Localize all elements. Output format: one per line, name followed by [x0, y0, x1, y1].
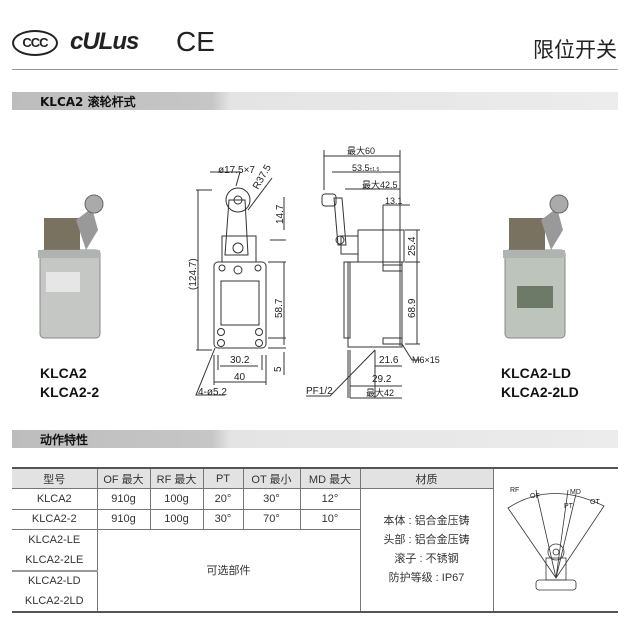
cell: 20°: [202, 488, 244, 510]
material-line: 防护等级 : IP67: [388, 571, 465, 584]
dim-max42-5: 最大42.5: [362, 179, 398, 190]
dim-14-7: 14.7: [275, 204, 286, 224]
dimension-drawing: ø17.5×7 R37.5 14.7 (124.7) 58.7 30.2 40 …: [188, 145, 440, 399]
col-material: 材质: [359, 467, 494, 489]
section-header-klca2: KLCA2 滚轮杆式: [12, 92, 618, 110]
dim-max42: 最大42: [366, 387, 394, 398]
material-line: 头部 : 铝合金压铸: [383, 533, 470, 546]
cell: 70°: [242, 508, 301, 530]
cell: 910g: [96, 488, 151, 510]
dim-holes: 4-ø5.2: [198, 387, 227, 398]
cell: KLCA2-2LD: [12, 591, 97, 612]
dim-total-height: (124.7): [188, 258, 199, 290]
ul-logo: cULus: [70, 28, 139, 55]
cell: KLCA2-LE: [12, 529, 98, 550]
characteristics-table: 型号 OF 最大 RF 最大 PT OT 最小 MD 最大 材质 RF OF P…: [12, 467, 618, 613]
dim-58-7: 58.7: [274, 298, 285, 318]
material-line: 本体 : 铝合金压铸: [383, 514, 470, 527]
dim-screw: M6×15: [412, 355, 440, 365]
cell: 12°: [299, 488, 361, 510]
label-rf: RF: [510, 487, 519, 494]
col-pt: PT: [202, 467, 244, 489]
cell: KLCA2-LD: [12, 570, 97, 591]
dim-68-9: 68.9: [407, 298, 418, 318]
table-row: KLCA2-2LD: [12, 591, 618, 612]
cell: 100g: [149, 488, 204, 510]
page-title: 限位开关: [533, 38, 617, 62]
dim-53-5: 53.5±1.5: [352, 163, 379, 173]
label-pt: PT: [564, 503, 574, 510]
dim-25-4: 25.4: [407, 236, 418, 256]
section-header-characteristics: 动作特性: [12, 430, 618, 448]
operating-angle-diagram: RF OF PT MD OT: [507, 487, 605, 591]
cell: 10°: [299, 508, 360, 530]
cell: 910g: [96, 508, 151, 530]
col-ot: OT 最小: [242, 467, 301, 489]
dim-40: 40: [234, 372, 246, 383]
material-line: 滚子 : 不锈钢: [394, 552, 459, 565]
model-label: KLCA2-2LD: [501, 384, 579, 400]
cell: KLCA2-2: [12, 508, 98, 530]
dim-13-1: 13.1: [385, 196, 403, 206]
model-label: KLCA2: [40, 365, 87, 381]
cell: KLCA2-2LE: [12, 550, 97, 572]
cell: 100g: [149, 508, 204, 530]
header-divider: [12, 69, 618, 70]
label-ot: OT: [590, 499, 600, 506]
dim-5: 5: [273, 366, 284, 372]
product-photo-klca2: [30, 190, 120, 340]
col-of: OF 最大: [96, 467, 151, 489]
dim-30-2: 30.2: [230, 355, 250, 366]
dim-21-6: 21.6: [379, 355, 399, 366]
model-label: KLCA2-2: [40, 384, 100, 400]
product-photo-klca2-ld: [495, 190, 585, 340]
section-title: KLCA2 滚轮杆式: [40, 95, 136, 109]
ce-logo: CE: [176, 26, 215, 57]
table-header-row: 型号 OF 最大 RF 最大 PT OT 最小 MD 最大 材质 RF OF P…: [12, 467, 618, 612]
table-row: KLCA2-2LE: [12, 550, 618, 572]
dim-thread: PF1/2: [306, 386, 333, 397]
dim-roller: ø17.5×7: [218, 165, 255, 176]
model-list-right: KLCA2-LD KLCA2-2LD: [501, 364, 579, 402]
cell: 30°: [242, 488, 301, 510]
label-md: MD: [570, 489, 581, 496]
material-cell: 本体 : 铝合金压铸 头部 : 铝合金压铸 滚子 : 不锈钢 防护等级 : IP…: [359, 488, 493, 612]
table-row: KLCA2 910g 100g 20° 30° 12° 本体 : 铝合金压铸 头…: [12, 488, 618, 612]
label-of: OF: [530, 493, 540, 500]
optional-parts-cell: 可选部件: [96, 529, 360, 612]
cell: 30°: [202, 508, 244, 530]
table-row: KLCA2-LD: [12, 570, 618, 591]
ccc-logo: CCC: [12, 30, 58, 56]
col-model: 型号: [12, 467, 98, 489]
dim-29-2: 29.2: [372, 374, 392, 385]
model-label: KLCA2-LD: [501, 365, 571, 381]
table-row: KLCA2-2 910g 100g 30° 70° 10°: [12, 508, 618, 530]
section-title: 动作特性: [40, 433, 89, 447]
table-row: KLCA2-LE 可选部件: [12, 529, 618, 612]
col-md: MD 最大: [299, 467, 361, 489]
cell: KLCA2: [12, 488, 98, 510]
col-rf: RF 最大: [149, 467, 204, 489]
operating-diagram-cell: RF OF PT MD OT: [492, 467, 618, 612]
dim-max60: 最大60: [347, 145, 375, 156]
